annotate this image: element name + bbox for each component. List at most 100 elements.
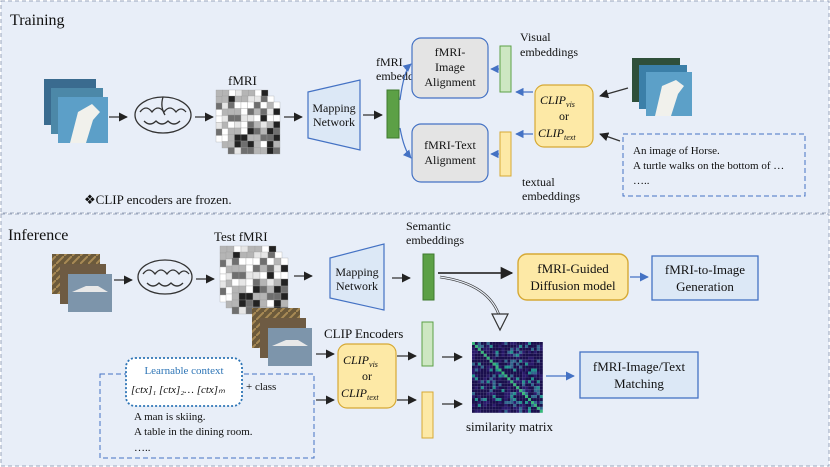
matrix-cell bbox=[489, 371, 493, 375]
matrix-cell bbox=[528, 392, 531, 396]
matrix-cell bbox=[531, 401, 534, 404]
matrix-cell bbox=[513, 389, 517, 393]
voxel bbox=[215, 135, 223, 143]
matrix-cell bbox=[477, 368, 481, 372]
matrix-cell bbox=[536, 350, 540, 354]
matrix-cell bbox=[472, 362, 475, 366]
voxel bbox=[259, 292, 268, 301]
matrix-cell bbox=[531, 386, 534, 390]
svg-text:Diffusion model: Diffusion model bbox=[530, 278, 616, 293]
svg-text:fMRI-: fMRI- bbox=[435, 45, 466, 59]
matrix-cell bbox=[483, 380, 487, 384]
matrix-cell bbox=[483, 359, 487, 363]
matrix-cell bbox=[492, 350, 496, 354]
matrix-cell bbox=[489, 403, 493, 407]
matrix-cell bbox=[474, 356, 478, 360]
matrix-cell bbox=[480, 371, 484, 375]
inference-brain-icon bbox=[137, 259, 193, 295]
matrix-cell bbox=[483, 409, 487, 413]
matrix-cell bbox=[536, 395, 540, 399]
matrix-cell bbox=[525, 353, 529, 357]
matrix-cell bbox=[501, 353, 505, 357]
voxel bbox=[215, 115, 223, 123]
matrix-cell bbox=[522, 356, 526, 360]
voxel bbox=[245, 306, 254, 315]
visual-embeddings-label-2: embeddings bbox=[520, 45, 578, 59]
matrix-cell bbox=[504, 344, 508, 348]
matrix-cell bbox=[504, 401, 508, 404]
matrix-cell bbox=[495, 386, 499, 390]
matrix-cell bbox=[489, 344, 493, 348]
matrix-cell bbox=[519, 350, 523, 354]
matrix-cell bbox=[525, 362, 529, 366]
voxel bbox=[260, 121, 268, 129]
matrix-cell bbox=[507, 401, 511, 404]
matrix-cell bbox=[472, 347, 475, 351]
matrix-cell bbox=[536, 359, 540, 363]
voxel bbox=[252, 285, 261, 294]
matrix-cell bbox=[513, 383, 517, 387]
matrix-cell bbox=[513, 380, 517, 384]
matrix-cell bbox=[504, 403, 508, 407]
matrix-cell bbox=[525, 344, 529, 348]
matrix-cell bbox=[522, 386, 526, 390]
matrix-cell bbox=[480, 344, 484, 348]
matrix-cell bbox=[519, 398, 523, 401]
matrix-cell bbox=[536, 389, 540, 393]
matrix-cell bbox=[539, 403, 543, 407]
voxel bbox=[253, 108, 261, 116]
matrix-cell bbox=[483, 344, 487, 348]
voxel bbox=[266, 285, 275, 294]
matrix-cell bbox=[507, 359, 511, 363]
voxel bbox=[266, 299, 275, 308]
matrix-cell bbox=[498, 347, 502, 351]
inference-caption-1: A man is skiing. bbox=[134, 411, 206, 423]
voxel bbox=[253, 140, 261, 148]
matrix-cell bbox=[525, 395, 529, 399]
matrix-cell bbox=[489, 350, 493, 354]
voxel bbox=[253, 114, 261, 122]
voxel bbox=[240, 147, 248, 155]
matrix-cell bbox=[495, 347, 499, 351]
training-mapping-network: Mapping Network bbox=[307, 79, 361, 151]
matrix-cell bbox=[498, 365, 502, 369]
matrix-cell bbox=[504, 374, 508, 378]
voxel bbox=[273, 114, 281, 122]
matrix-cell bbox=[480, 374, 484, 378]
matrix-cell bbox=[498, 401, 502, 404]
matrix-cell bbox=[507, 380, 511, 384]
matrix-cell bbox=[501, 377, 505, 381]
matrix-cell bbox=[533, 409, 537, 413]
semantic-embeddings-label-2: embeddings bbox=[406, 233, 464, 247]
matrix-cell bbox=[510, 368, 514, 372]
voxel bbox=[253, 134, 261, 142]
matrix-cell bbox=[483, 347, 487, 351]
matrix-cell bbox=[522, 392, 526, 396]
voxel bbox=[247, 127, 255, 135]
matrix-cell bbox=[498, 371, 502, 375]
inference-label: Inference bbox=[8, 227, 68, 244]
voxel bbox=[234, 127, 242, 135]
voxel bbox=[266, 101, 274, 109]
matrix-cell bbox=[525, 368, 529, 372]
matrix-cell bbox=[519, 380, 523, 384]
matrix-cell bbox=[510, 403, 514, 407]
matrix-cell bbox=[483, 383, 487, 387]
matrix-cell bbox=[501, 371, 505, 375]
matrix-cell bbox=[536, 347, 540, 351]
matrix-cell bbox=[504, 353, 508, 357]
matrix-cell bbox=[539, 353, 543, 357]
matrix-cell bbox=[522, 342, 526, 345]
voxel bbox=[215, 122, 223, 130]
matrix-cell bbox=[516, 362, 520, 366]
matrix-cell bbox=[498, 386, 502, 390]
matrix-cell bbox=[492, 403, 496, 407]
matrix-cell bbox=[483, 342, 487, 345]
matrix-cell bbox=[513, 371, 517, 375]
voxel bbox=[266, 264, 275, 273]
matrix-cell bbox=[486, 398, 490, 401]
matrix-cell bbox=[472, 371, 475, 375]
matrix-cell bbox=[477, 409, 481, 413]
matrix-cell bbox=[519, 392, 523, 396]
matrix-cell bbox=[522, 409, 526, 413]
